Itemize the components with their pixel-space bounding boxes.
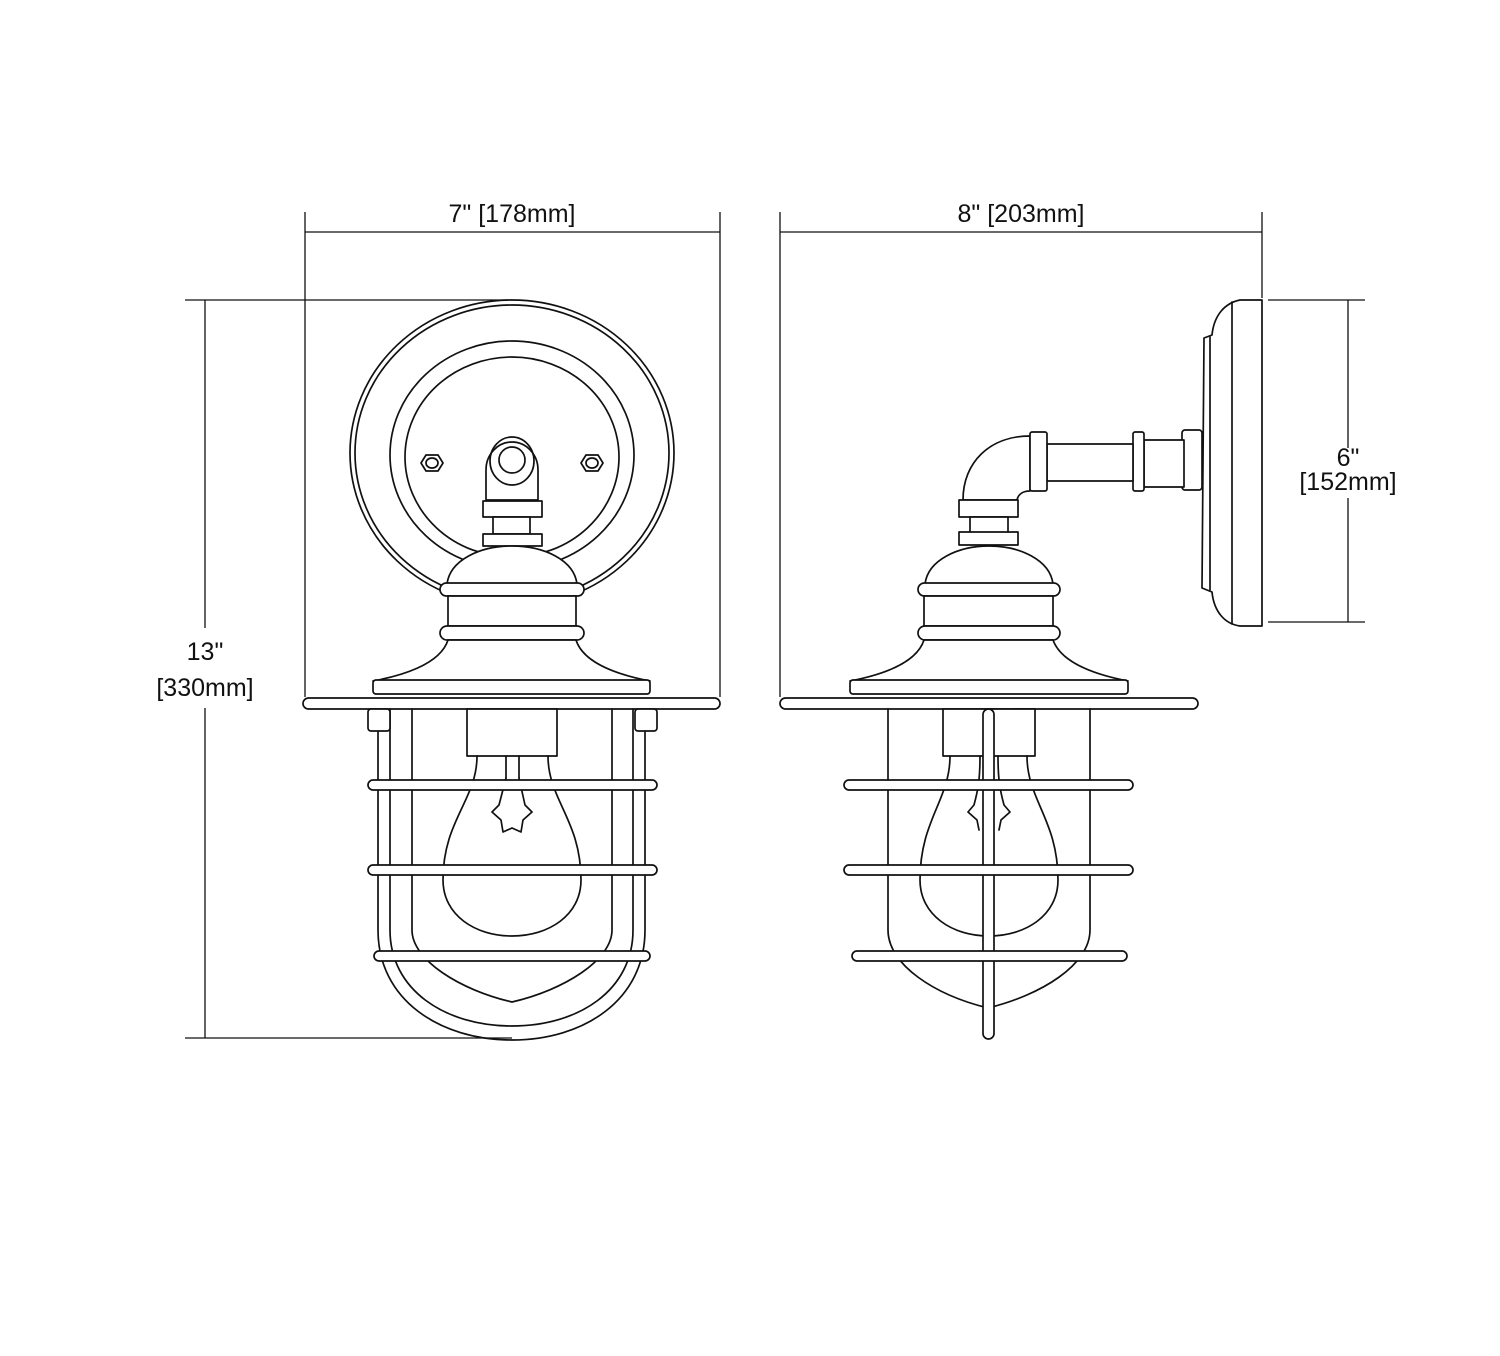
side-view-fixture [779,299,1263,1040]
height-dimension-mm: [330mm] [156,674,253,702]
front-view-dimensions: 7" [178mm] 13" [330mm] [140,200,721,1039]
arm-pipe [958,429,1203,546]
cage-rings-side [843,779,1134,962]
side-view-dimensions: 8" [203mm] 6" [152mm] [779,200,1413,697]
backplate-dimension-mm: [152mm] [1299,468,1396,496]
light-bulb [442,708,582,937]
width-dimension-label: 7" [178mm] [449,200,576,228]
hex-nut-icon [420,454,444,472]
hex-nut-icon [580,454,604,472]
backplate-dimension-inches: 6" [1337,444,1360,472]
height-dimension-inches: 13" [187,638,224,666]
cage-rings [367,779,658,962]
depth-dimension-label: 8" [203mm] [958,200,1085,228]
front-view-fixture [302,299,721,1041]
hood-side [779,545,1199,710]
backplate-side [1201,299,1263,627]
swivel-mount [482,436,543,547]
hood [302,545,721,710]
